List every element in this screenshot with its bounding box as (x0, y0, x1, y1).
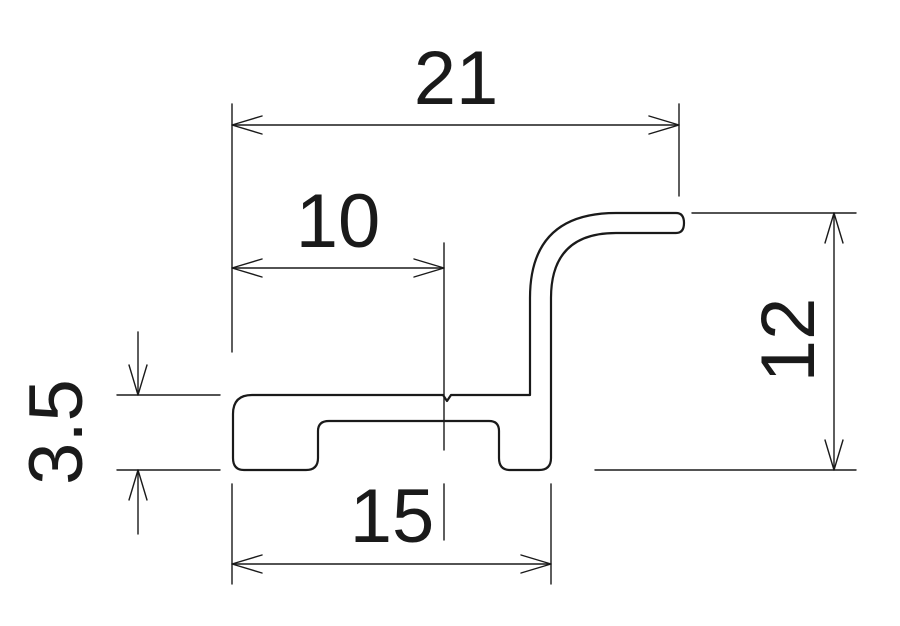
arrowhead-left (231, 115, 263, 135)
arrowhead-left (231, 554, 263, 574)
dimension-label-height: 12 (746, 298, 831, 383)
arrowhead-right (520, 554, 552, 574)
dimension-label-thickness: 3.5 (14, 379, 99, 485)
dimension-base-width: 15 (231, 474, 552, 585)
arrowhead-top (128, 364, 148, 396)
dimension-thickness: 3.5 (14, 331, 221, 535)
dimension-label-overall-width: 21 (414, 36, 499, 121)
dimension-label-mid-width: 10 (296, 179, 381, 264)
arrowhead-left (231, 258, 263, 278)
arrowhead-top (824, 212, 844, 244)
dimension-overall-width: 21 (231, 36, 680, 353)
arrowhead-right (413, 258, 445, 278)
arrowhead-bottom (128, 469, 148, 501)
arrowhead-bottom (824, 439, 844, 471)
arrowhead-right (648, 115, 680, 135)
dimension-label-base-width: 15 (350, 474, 435, 559)
profile-outline (231, 211, 686, 472)
dimension-height: 12 (594, 212, 857, 471)
dimension-mid-width: 10 (231, 179, 445, 451)
